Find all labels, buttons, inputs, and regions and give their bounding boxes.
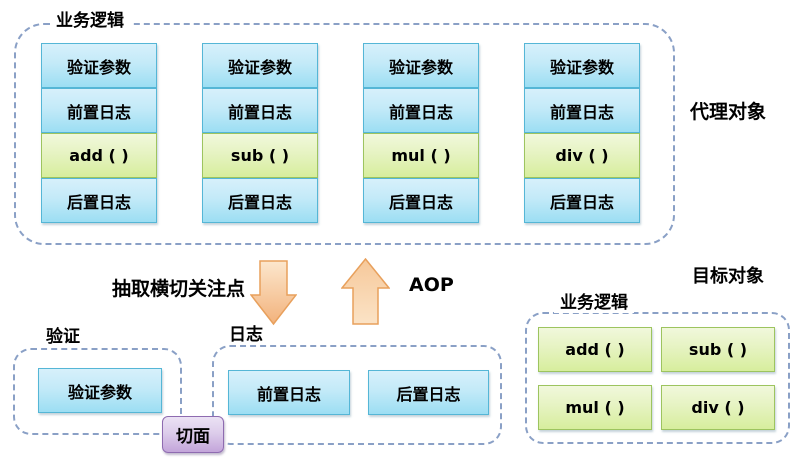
proxy-column-sub: 验证参数 前置日志 sub ( ) 后置日志 — [202, 43, 318, 223]
validate-params-cell: 验证参数 — [41, 43, 157, 88]
method-box-div: div ( ) — [661, 385, 775, 430]
pre-log-cell: 前置日志 — [41, 88, 157, 133]
method-box-mul: mul ( ) — [538, 385, 652, 430]
target-group-label: 业务逻辑 — [554, 294, 634, 313]
post-log-cell: 后置日志 — [202, 178, 318, 223]
method-cell-sub: sub ( ) — [202, 133, 318, 178]
aspect-tag: 切面 — [162, 416, 224, 453]
target-group-container — [525, 312, 790, 444]
log-group-label: 日志 — [223, 326, 269, 345]
method-box-add: add ( ) — [538, 327, 652, 372]
post-log-cell: 后置日志 — [363, 178, 479, 223]
proxy-group-label: 业务逻辑 — [50, 12, 130, 31]
validate-params-box: 验证参数 — [38, 368, 162, 413]
post-log-cell: 后置日志 — [41, 178, 157, 223]
method-cell-div: div ( ) — [524, 133, 640, 178]
post-log-cell: 后置日志 — [524, 178, 640, 223]
method-cell-mul: mul ( ) — [363, 133, 479, 178]
down-arrow-icon — [250, 260, 297, 326]
pre-log-box: 前置日志 — [228, 370, 350, 415]
extract-crosscut-label: 抽取横切关注点 — [112, 278, 246, 300]
validate-params-cell: 验证参数 — [363, 43, 479, 88]
proxy-column-add: 验证参数 前置日志 add ( ) 后置日志 — [41, 43, 157, 223]
validation-group-label: 验证 — [40, 328, 86, 347]
proxy-column-mul: 验证参数 前置日志 mul ( ) 后置日志 — [363, 43, 479, 223]
pre-log-cell: 前置日志 — [524, 88, 640, 133]
validate-params-cell: 验证参数 — [524, 43, 640, 88]
proxy-column-div: 验证参数 前置日志 div ( ) 后置日志 — [524, 43, 640, 223]
up-arrow-icon — [341, 258, 390, 325]
validate-params-cell: 验证参数 — [202, 43, 318, 88]
validation-group-container — [13, 348, 182, 435]
aop-label: AOP — [409, 274, 454, 296]
method-cell-add: add ( ) — [41, 133, 157, 178]
proxy-group-container — [14, 23, 675, 245]
pre-log-cell: 前置日志 — [202, 88, 318, 133]
method-box-sub: sub ( ) — [661, 327, 775, 372]
pre-log-cell: 前置日志 — [363, 88, 479, 133]
log-group-container — [212, 345, 502, 445]
target-title: 目标对象 — [692, 266, 764, 287]
proxy-side-label: 代理对象 — [690, 101, 767, 123]
post-log-box: 后置日志 — [368, 370, 489, 415]
